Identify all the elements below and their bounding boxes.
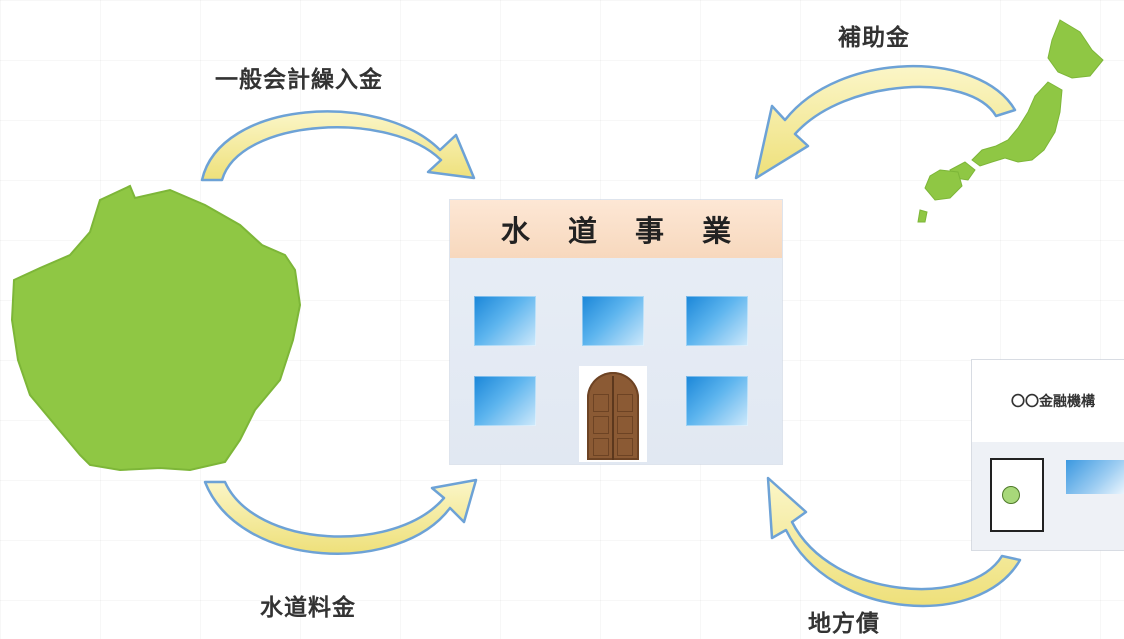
arrow-water-fees xyxy=(203,478,478,555)
label-water-fees: 水道料金 xyxy=(260,595,356,621)
building-window xyxy=(474,296,536,346)
building-window xyxy=(582,296,644,346)
label-general-account-transfer: 一般会計繰入金 xyxy=(215,67,383,93)
building-title: 水 道 事 業 xyxy=(500,214,746,248)
bank-sign: 〇〇金融機構 xyxy=(972,360,1124,442)
bank-name: 〇〇金融機構 xyxy=(1011,394,1095,410)
label-local-bonds: 地方債 xyxy=(808,611,880,637)
building-door-frame xyxy=(579,366,647,462)
building-window xyxy=(686,376,748,426)
building-door xyxy=(587,372,639,460)
bank-door xyxy=(990,458,1044,532)
arrow-local-bonds xyxy=(766,476,1022,608)
bank-window xyxy=(1066,460,1124,494)
building-sign: 水 道 事 業 xyxy=(450,200,782,258)
arrow-general-account xyxy=(200,110,476,182)
building-window xyxy=(686,296,748,346)
label-subsidy: 補助金 xyxy=(838,25,910,51)
building-window xyxy=(474,376,536,426)
financial-institution: 〇〇金融機構 xyxy=(972,360,1124,550)
door-knob-icon xyxy=(1002,486,1020,504)
water-utility-building: 水 道 事 業 xyxy=(450,200,782,464)
arrow-subsidy xyxy=(754,65,1017,180)
municipality-shape xyxy=(10,184,302,472)
japan-map xyxy=(917,19,1104,223)
